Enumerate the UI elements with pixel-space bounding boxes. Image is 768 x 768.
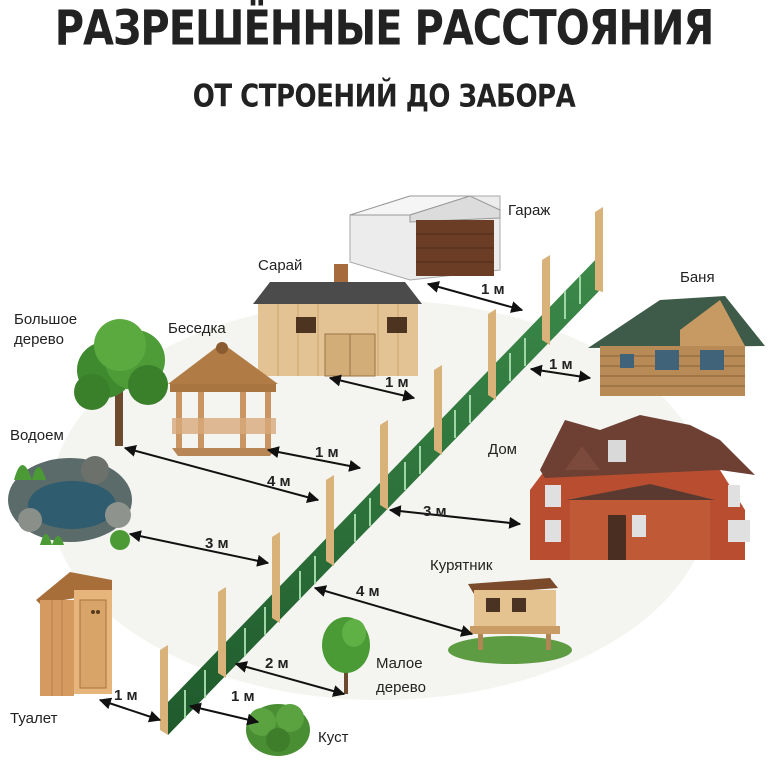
label-garage: Гараж bbox=[508, 202, 550, 219]
distance-big-tree: 4 м bbox=[267, 473, 291, 490]
arrow-pond bbox=[128, 530, 270, 567]
distance-gazebo: 1 м bbox=[315, 444, 339, 461]
arrow-big-tree bbox=[123, 445, 320, 503]
arrow-toilet bbox=[98, 697, 162, 723]
label-big-tree-line2: дерево bbox=[14, 331, 64, 348]
arrow-garage bbox=[426, 281, 524, 313]
arrow-coop bbox=[313, 585, 474, 637]
arrow-house bbox=[388, 505, 522, 529]
arrow-bush bbox=[188, 702, 260, 726]
label-coop: Курятник bbox=[430, 557, 493, 574]
distance-barn: 1 м bbox=[385, 374, 409, 391]
garage-illustration bbox=[349, 195, 501, 281]
arrow-barn bbox=[328, 374, 416, 402]
distance-arrows bbox=[98, 281, 592, 726]
pond-illustration bbox=[8, 456, 132, 550]
page-subtitle: ОТ СТРОЕНИЙ ДО ЗАБОРА bbox=[192, 79, 576, 115]
label-house: Дом bbox=[488, 441, 517, 458]
big-tree-illustration bbox=[74, 319, 168, 446]
barn-illustration bbox=[253, 264, 422, 377]
label-bath: Баня bbox=[680, 269, 715, 286]
bush-illustration bbox=[246, 704, 310, 756]
label-small-tree-line1: Малое bbox=[376, 655, 423, 672]
distance-bush: 1 м bbox=[231, 688, 255, 705]
bath-house-illustration bbox=[588, 296, 765, 396]
page-title: РАЗРЕШЁННЫЕ РАССТОЯНИЯ bbox=[54, 1, 715, 57]
distance-toilet: 1 м bbox=[114, 687, 138, 704]
label-toilet: Туалет bbox=[10, 710, 58, 727]
fence bbox=[160, 207, 603, 735]
distance-bath: 1 м bbox=[549, 356, 573, 373]
label-bush: Куст bbox=[318, 729, 349, 746]
distance-pond: 3 м bbox=[205, 535, 229, 552]
arrow-bath bbox=[529, 364, 592, 383]
label-barn: Сарай bbox=[258, 257, 302, 274]
arrow-small-tree bbox=[234, 661, 346, 697]
distance-small-tree: 2 м bbox=[265, 655, 289, 672]
label-big-tree-line1: Большое bbox=[14, 311, 77, 328]
label-gazebo: Беседка bbox=[168, 320, 226, 337]
label-small-tree-line2: дерево bbox=[376, 679, 426, 696]
label-pond: Водоем bbox=[10, 427, 64, 444]
chicken-coop-illustration bbox=[448, 578, 572, 664]
toilet-illustration bbox=[36, 572, 112, 696]
distance-house: 3 м bbox=[423, 503, 447, 520]
distance-coop: 4 м bbox=[356, 583, 380, 600]
house-illustration bbox=[530, 415, 755, 560]
distance-garage: 1 м bbox=[481, 281, 505, 298]
